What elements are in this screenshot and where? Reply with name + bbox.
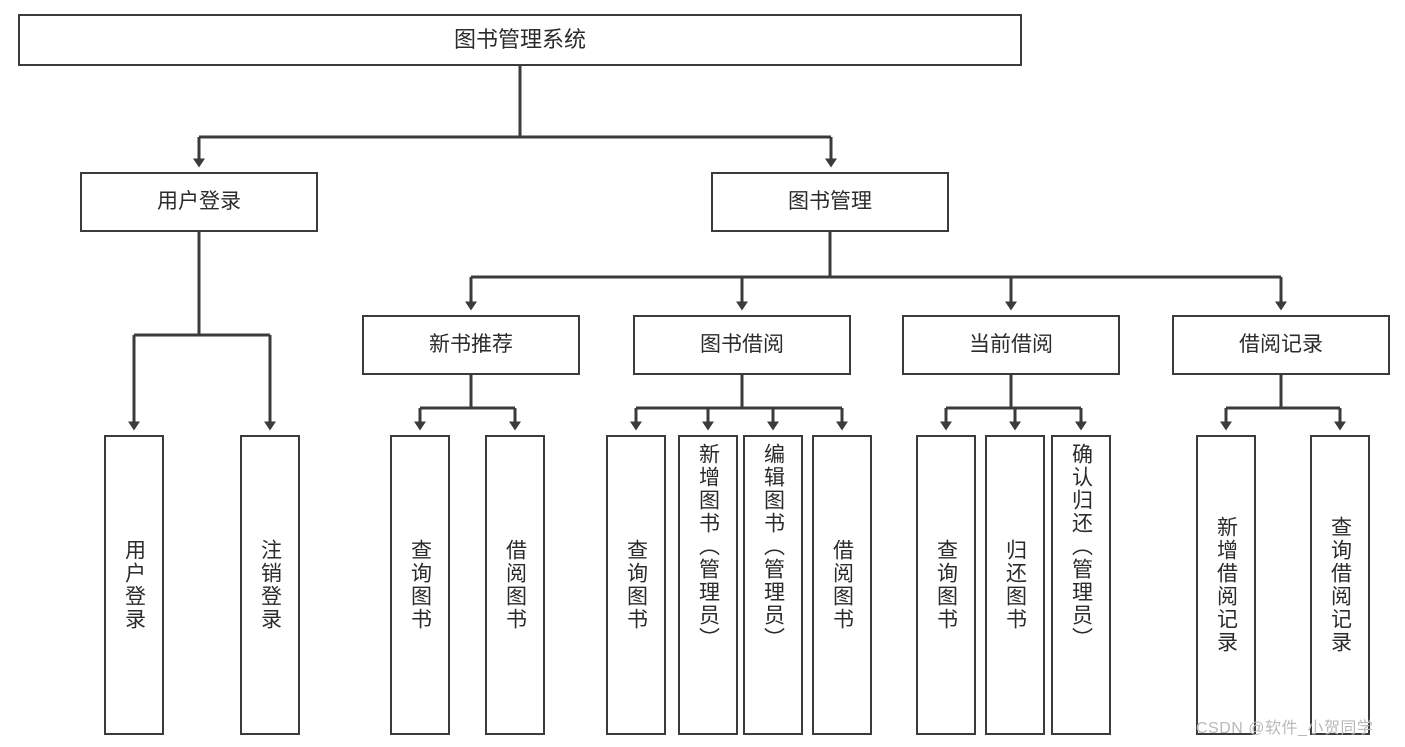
node-leaf-confirm-return[interactable]: 确认归还（管理员） xyxy=(1051,435,1111,735)
node-leaf-edit-book-label: 编辑图书（管理员） xyxy=(761,443,785,650)
node-book-manage-label: 图书管理 xyxy=(788,190,872,214)
node-leaf-add-record[interactable]: 新增借阅记录 xyxy=(1196,435,1256,735)
node-leaf-add-book-label: 新增图书（管理员） xyxy=(696,443,720,650)
node-leaf-borrow-book-2-label: 借阅图书 xyxy=(830,539,854,631)
node-leaf-return-book[interactable]: 归还图书 xyxy=(985,435,1045,735)
node-book-manage[interactable]: 图书管理 xyxy=(711,172,949,232)
node-leaf-query-record[interactable]: 查询借阅记录 xyxy=(1310,435,1370,735)
node-leaf-query-book-1-label: 查询图书 xyxy=(408,539,432,631)
node-leaf-query-book-3-label: 查询图书 xyxy=(934,539,958,631)
node-root-label: 图书管理系统 xyxy=(453,26,586,52)
node-leaf-query-book-2-label: 查询图书 xyxy=(624,539,648,631)
node-leaf-query-book-1[interactable]: 查询图书 xyxy=(390,435,450,735)
node-user-login[interactable]: 用户登录 xyxy=(80,172,318,232)
node-leaf-confirm-return-label: 确认归还（管理员） xyxy=(1069,443,1093,650)
node-book-borrow[interactable]: 图书借阅 xyxy=(633,315,851,375)
node-leaf-logout[interactable]: 注销登录 xyxy=(240,435,300,735)
node-leaf-user-login-label: 用户登录 xyxy=(122,539,146,631)
node-leaf-logout-label: 注销登录 xyxy=(258,539,282,631)
node-new-book-recommend[interactable]: 新书推荐 xyxy=(362,315,580,375)
node-leaf-borrow-book-1[interactable]: 借阅图书 xyxy=(485,435,545,735)
node-leaf-borrow-book-2[interactable]: 借阅图书 xyxy=(812,435,872,735)
node-leaf-query-record-label: 查询借阅记录 xyxy=(1328,516,1352,654)
node-leaf-user-login[interactable]: 用户登录 xyxy=(104,435,164,735)
node-leaf-return-book-label: 归还图书 xyxy=(1003,539,1027,631)
node-leaf-add-record-label: 新增借阅记录 xyxy=(1214,516,1238,654)
node-leaf-query-book-3[interactable]: 查询图书 xyxy=(916,435,976,735)
node-leaf-add-book[interactable]: 新增图书（管理员） xyxy=(678,435,738,735)
node-new-book-recommend-label: 新书推荐 xyxy=(429,333,513,357)
node-book-borrow-label: 图书借阅 xyxy=(700,333,784,357)
node-leaf-query-book-2[interactable]: 查询图书 xyxy=(606,435,666,735)
node-root[interactable]: 图书管理系统 xyxy=(18,14,1022,66)
node-borrow-record-label: 借阅记录 xyxy=(1239,333,1323,357)
node-user-login-label: 用户登录 xyxy=(157,190,241,214)
node-leaf-edit-book[interactable]: 编辑图书（管理员） xyxy=(743,435,803,735)
node-current-borrow[interactable]: 当前借阅 xyxy=(902,315,1120,375)
node-borrow-record[interactable]: 借阅记录 xyxy=(1172,315,1390,375)
node-leaf-borrow-book-1-label: 借阅图书 xyxy=(503,539,527,631)
node-current-borrow-label: 当前借阅 xyxy=(969,333,1053,357)
watermark-text: CSDN @软件_小贺同学 xyxy=(1196,720,1374,737)
